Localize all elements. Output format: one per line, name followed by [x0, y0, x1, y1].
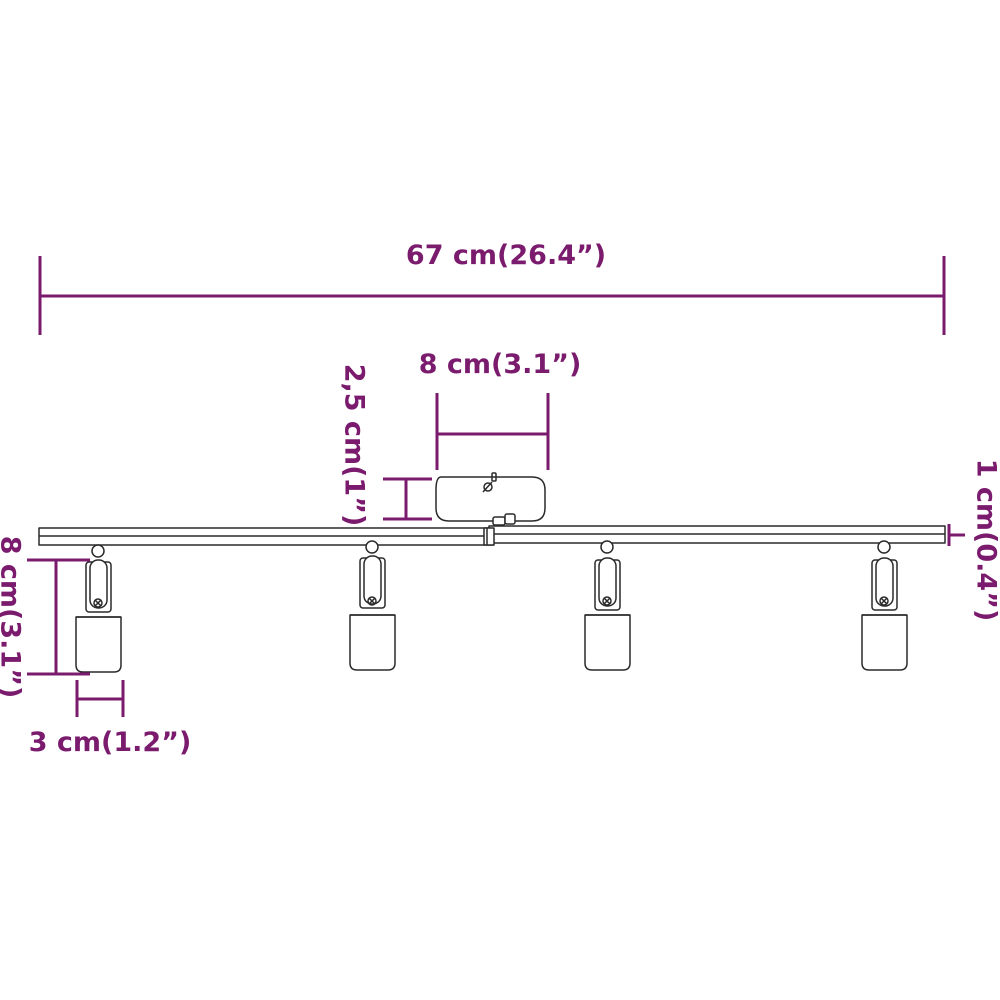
bar-joint: [483, 527, 495, 546]
base-height-dimension-line: [383, 477, 432, 521]
spot-width-dimension-line: [75, 680, 125, 717]
dimension-lines: [27, 256, 965, 717]
bar-height-dimension-line: [947, 524, 965, 546]
spotlight-3: [584, 540, 631, 671]
total-length-label: 67 cm(26.4”): [406, 240, 606, 271]
track-bar-left: [38, 527, 494, 546]
base-height-label: 2,5 cm(1”): [339, 364, 370, 527]
base-width-dimension-line: [435, 393, 550, 470]
ceiling-base: [435, 472, 546, 526]
base-width-label: 8 cm(3.1”): [419, 349, 582, 380]
track-light-drawing: [38, 472, 946, 673]
spot-width-label: 3 cm(1.2”): [29, 727, 192, 758]
total-length-dimension-line: [38, 256, 946, 335]
bar-height-label: 1 cm(0.4”): [971, 459, 1000, 622]
spotlight-4: [861, 540, 908, 671]
track-bar-right: [488, 525, 946, 544]
spot-height-dimension-line: [27, 558, 90, 676]
spotlight-1: [75, 544, 122, 673]
spot-height-label: 8 cm(3.1”): [0, 536, 26, 699]
spotlight-2: [349, 540, 396, 671]
dimension-labels: 67 cm(26.4”) 8 cm(3.1”) 2,5 cm(1”) 1 cm(…: [0, 240, 1000, 758]
